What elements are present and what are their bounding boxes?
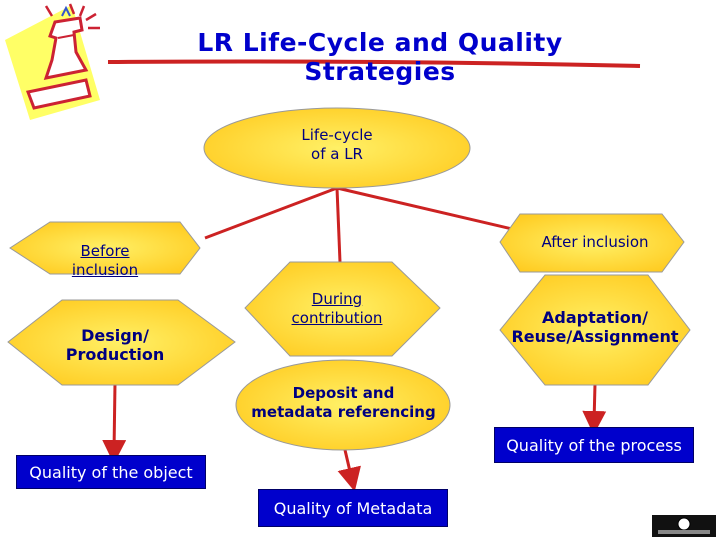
chess-rook-icon — [5, 3, 100, 120]
design-label-line2: Production — [65, 345, 165, 364]
design-label-line1: Design/ — [81, 326, 149, 345]
node-after-inclusion — [499, 213, 685, 273]
page-title: LR Life-Cycle and Quality Strategies — [197, 28, 563, 86]
node-root — [203, 107, 471, 189]
before-label-line1: Before — [80, 242, 130, 260]
node-during-contribution — [244, 261, 441, 357]
adaptation-label-line2: Reuse/Assignment — [511, 327, 679, 346]
adaptation-reuse-label: Adaptation/ Reuse/Assignment — [500, 308, 690, 346]
deposit-metadata-label: Deposit and metadata referencing — [236, 384, 451, 422]
connectors — [102, 186, 607, 492]
deposit-label-line2: metadata referencing — [251, 403, 436, 421]
during-label-line1: During — [311, 290, 363, 308]
node-design-production — [7, 299, 236, 386]
node-deposit-metadata — [235, 359, 451, 451]
quality-process-box: Quality of the process — [494, 427, 694, 463]
after-inclusion-label: After inclusion — [541, 233, 649, 251]
quality-metadata-box: Quality of Metadata — [258, 489, 448, 527]
node-before-inclusion — [9, 221, 201, 275]
root-label-line1: Life-cycle — [301, 126, 373, 144]
title-underline — [107, 59, 641, 68]
creative-commons-badge-icon — [652, 515, 716, 537]
quality-object-box: Quality of the object — [16, 455, 206, 489]
adaptation-label-line1: Adaptation/ — [542, 308, 648, 327]
deposit-label-line1: Deposit and — [292, 384, 395, 402]
root-label: Life-cycle of a LR — [237, 126, 437, 164]
before-inclusion-label: Before inclusion — [45, 242, 165, 280]
before-label-line2: inclusion — [71, 261, 139, 279]
during-label-line2: contribution — [291, 309, 383, 327]
root-label-line2: of a LR — [311, 145, 363, 163]
node-adaptation-reuse — [499, 274, 691, 386]
during-contribution-label: During contribution — [262, 290, 412, 328]
design-production-label: Design/ Production — [30, 326, 200, 364]
